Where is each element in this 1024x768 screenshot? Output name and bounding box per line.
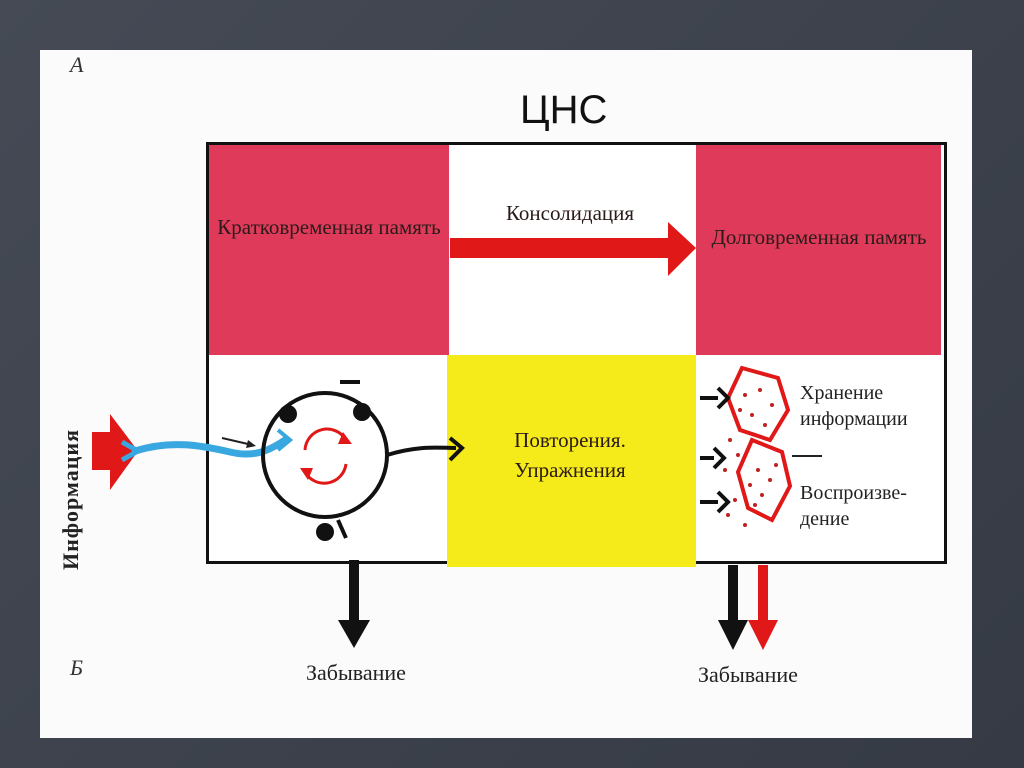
synapse-cluster xyxy=(700,365,793,527)
forgetting-right-label: Забывание xyxy=(698,662,798,687)
long-term-memory-label: Долговременная память xyxy=(711,225,927,249)
forgetting-left-label: Забывание xyxy=(306,660,406,685)
short-term-memory-label: Кратковременная память xyxy=(217,215,441,239)
repetition-block xyxy=(447,355,696,567)
forgetting-arrow-right-red xyxy=(748,565,778,650)
forgetting-arrow-left xyxy=(338,560,370,648)
consolidation-arrow xyxy=(450,222,696,276)
consolidation-label: Консолидация xyxy=(505,201,635,225)
afferent-fiber xyxy=(120,428,294,463)
reverberating-circuit xyxy=(261,380,465,541)
recall-label: Воспроизве- дение xyxy=(800,482,907,530)
input-arrow xyxy=(92,414,138,490)
forgetting-arrow-right-black xyxy=(718,565,748,650)
storage-label: Хранение информации xyxy=(800,382,908,430)
corner-label-a: А xyxy=(70,52,84,77)
repetition-label: Повторения. Упражнения xyxy=(514,428,626,482)
corner-label-b: Б xyxy=(70,655,83,680)
short-term-memory-block xyxy=(209,145,449,355)
signal-arrow-icon xyxy=(221,437,256,448)
diagram-title: ЦНС xyxy=(520,88,608,132)
long-term-memory-block xyxy=(696,145,941,355)
